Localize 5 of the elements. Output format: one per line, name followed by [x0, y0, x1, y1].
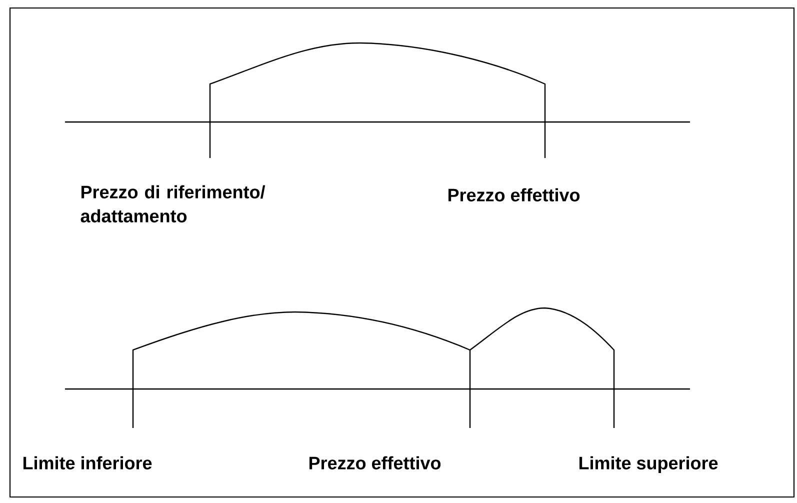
axis-label: Prezzo effettivo [448, 188, 580, 202]
axis-label: Prezzo di riferimento/ adattamento [80, 185, 266, 222]
axis-label: Limite superiore [579, 456, 718, 474]
axis-label: Limite inferiore [24, 456, 152, 470]
axis-label: Prezzo effettivo [309, 456, 441, 470]
